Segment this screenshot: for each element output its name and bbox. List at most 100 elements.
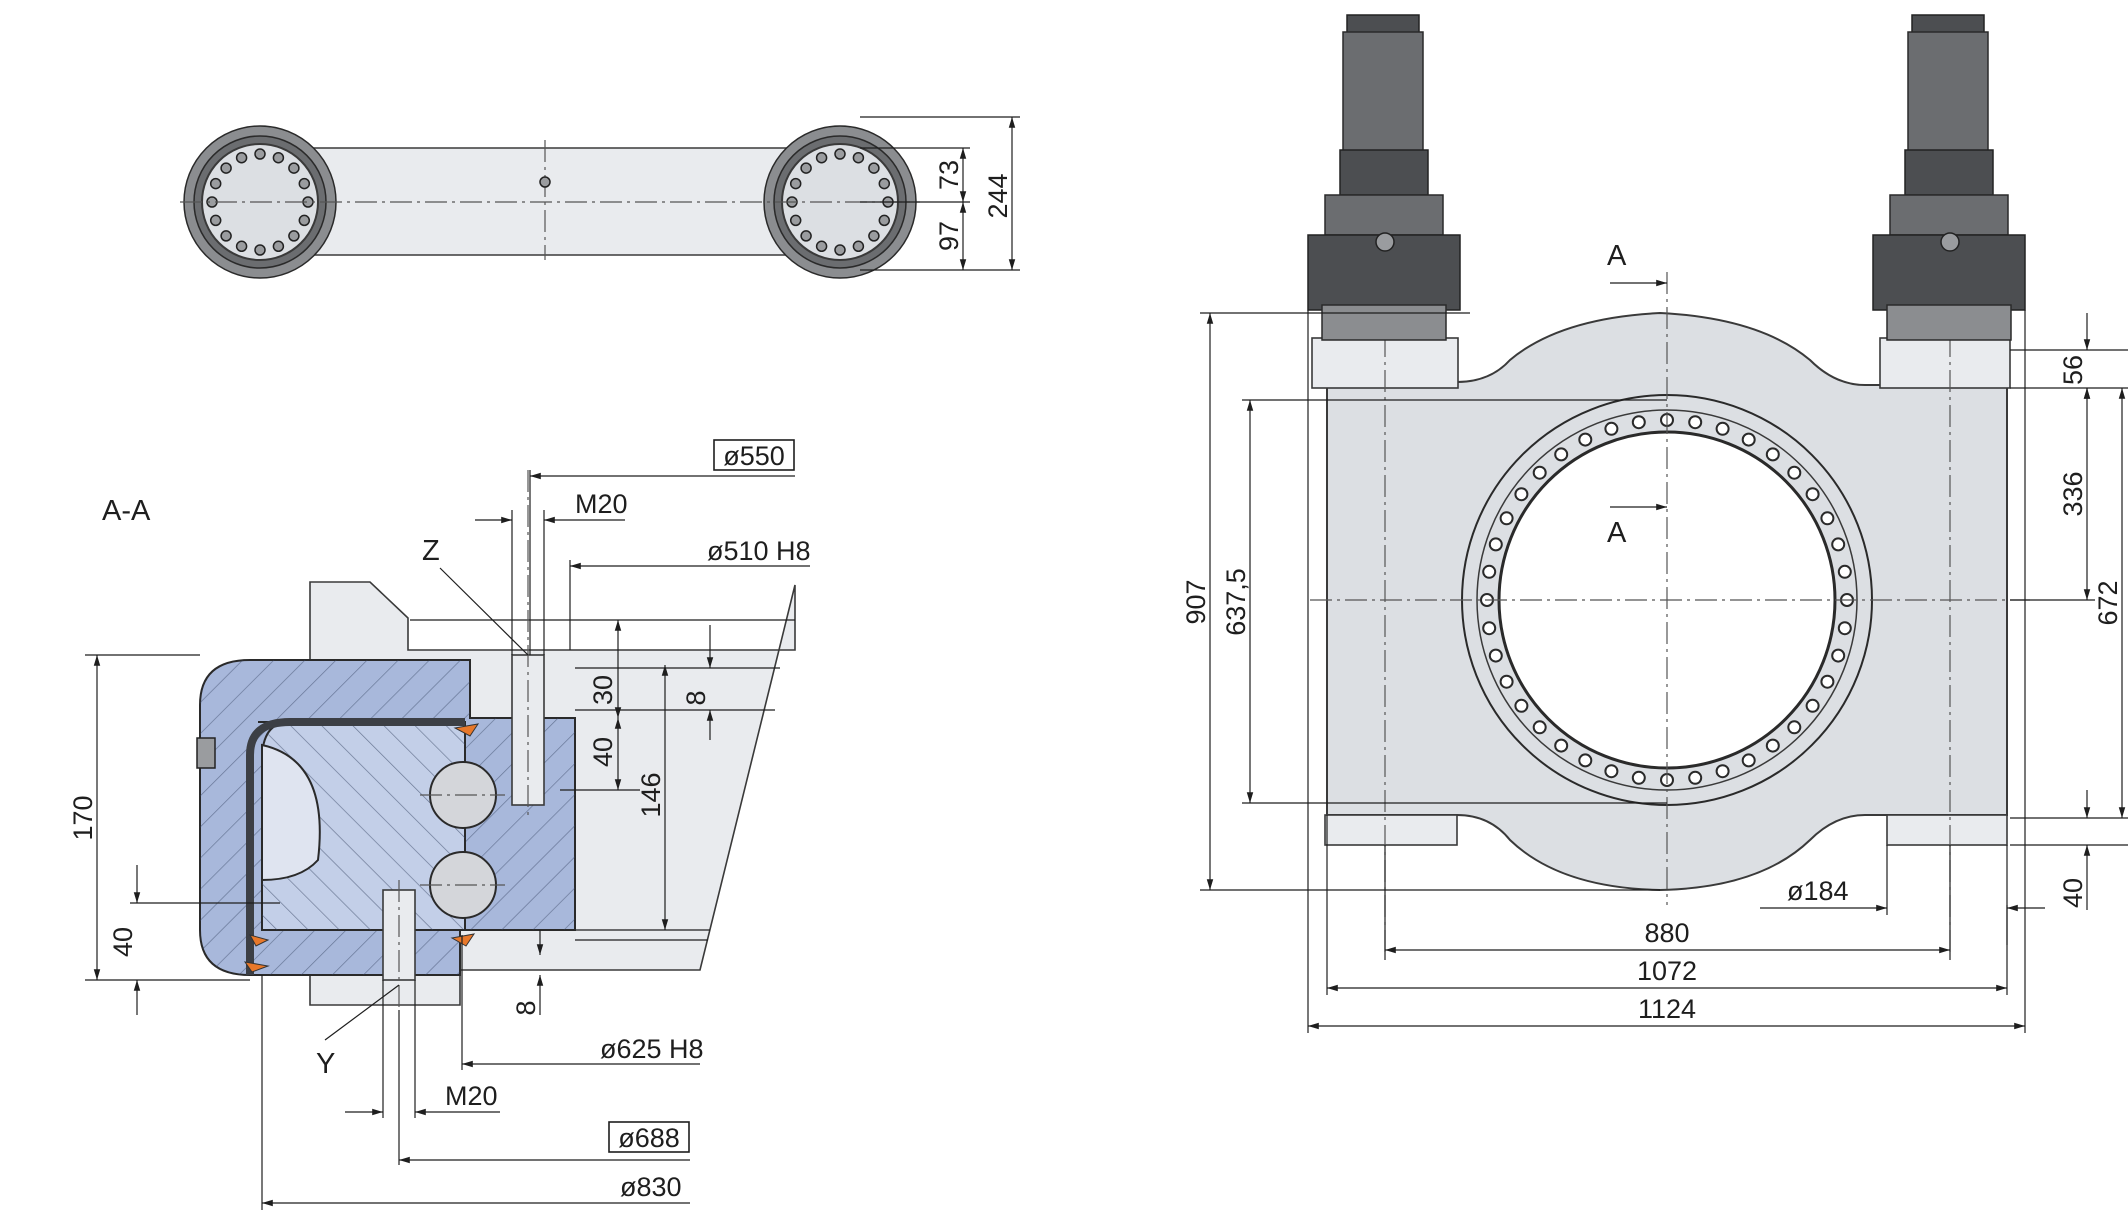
dim-1072: 1072	[1637, 956, 1697, 986]
bolt-hole	[868, 162, 880, 174]
bolt-hole	[800, 230, 812, 242]
bolt-hole	[1514, 698, 1529, 713]
bolt-hole	[1482, 621, 1497, 636]
bolt-hole	[1805, 487, 1820, 502]
dim-146: 146	[636, 772, 666, 817]
dim-8-bottom: 8	[511, 1000, 541, 1015]
bolt-hole	[1741, 753, 1756, 768]
bolt-hole	[1688, 415, 1703, 430]
dim-40-b: 40	[588, 737, 618, 767]
bolt-hole	[254, 148, 266, 160]
dim-97: 97	[934, 221, 964, 251]
bolt-hole	[868, 230, 880, 242]
section-view: A-A Z	[68, 439, 811, 1210]
dim-244: 244	[983, 173, 1013, 218]
bolt-hole	[1604, 764, 1619, 779]
bolt-hole	[254, 244, 266, 256]
bolt-hole	[209, 177, 222, 190]
bolt-hole	[1482, 564, 1497, 579]
dim-1124: 1124	[1638, 994, 1696, 1024]
section-mark-top: A	[1607, 240, 1627, 272]
front-bolt-circle	[1480, 413, 1854, 787]
bolt-hole	[852, 240, 865, 253]
bolt-hole	[1820, 674, 1835, 689]
bolt-hole	[1837, 564, 1852, 579]
section-title: A-A	[102, 495, 151, 527]
bolt-hole	[1488, 537, 1503, 552]
bolt-hole	[1499, 511, 1514, 526]
dim-56: 56	[2058, 355, 2088, 385]
label-y: Y	[316, 1048, 335, 1080]
dim-637-5: 637,5	[1221, 568, 1251, 636]
label-z: Z	[422, 535, 440, 567]
bolt-circle-right	[786, 148, 894, 256]
dim-907: 907	[1181, 579, 1211, 624]
bolt-hole	[1831, 648, 1846, 663]
top-view: 73 97 244	[180, 116, 1020, 279]
bolt-hole	[220, 162, 232, 174]
dim-672: 672	[2093, 580, 2123, 625]
bolt-circle-left	[206, 148, 314, 256]
section-mark-bottom: A	[1607, 517, 1627, 549]
bolt-hole	[1765, 738, 1780, 753]
bolt-hole	[220, 230, 232, 242]
bolt-hole	[1578, 753, 1593, 768]
bolt-hole	[298, 177, 311, 190]
dim-d184: ø184	[1787, 876, 1849, 906]
bolt-hole	[272, 151, 285, 164]
dim-d510: ø510 H8	[707, 536, 811, 566]
bolt-hole	[235, 240, 248, 253]
bolt-hole	[1578, 432, 1593, 447]
bolt-hole	[1831, 537, 1846, 552]
bolt-hole	[209, 214, 222, 227]
bolt-hole	[1837, 621, 1852, 636]
bolt-hole	[878, 214, 891, 227]
bolt-hole	[1631, 415, 1646, 430]
dim-170: 170	[68, 795, 98, 840]
bolt-hole	[298, 214, 311, 227]
front-view: A A 907 637,5 56 336 672 40 ø184	[1181, 14, 2128, 1033]
dim-336: 336	[2058, 471, 2088, 516]
bolt-hole	[852, 151, 865, 164]
dim-m20-top: M20	[575, 489, 628, 519]
bolt-hole	[1532, 465, 1547, 480]
dim-40-right: 40	[2058, 878, 2088, 908]
dim-d550: ø550	[723, 441, 785, 471]
bolt-hole	[1532, 720, 1547, 735]
dim-d688: ø688	[618, 1123, 680, 1153]
bolt-hole	[235, 151, 248, 164]
dim-d830: ø830	[620, 1172, 682, 1202]
bolt-hole	[1499, 674, 1514, 689]
dim-30: 30	[588, 675, 618, 705]
bolt-hole	[1554, 738, 1569, 753]
bolt-hole	[1488, 648, 1503, 663]
dim-73: 73	[934, 160, 964, 190]
dim-d625: ø625 H8	[600, 1034, 704, 1064]
bolt-hole	[815, 240, 828, 253]
bolt-hole	[789, 214, 802, 227]
bolt-hole	[1688, 770, 1703, 785]
bolt-hole	[288, 162, 300, 174]
bolt-hole	[1741, 432, 1756, 447]
bolt-hole	[834, 244, 846, 256]
bolt-hole	[1765, 447, 1780, 462]
bolt-hole	[1514, 487, 1529, 502]
bolt-hole	[834, 148, 846, 160]
dim-40: 40	[108, 927, 138, 957]
bolt-hole	[815, 151, 828, 164]
dim-m20-bottom: M20	[445, 1081, 498, 1111]
bolt-hole	[272, 240, 285, 253]
bolt-hole	[1631, 770, 1646, 785]
bolt-hole	[288, 230, 300, 242]
bolt-hole	[789, 177, 802, 190]
bolt-hole	[1604, 421, 1619, 436]
bolt-hole	[1805, 698, 1820, 713]
bolt-hole	[1787, 465, 1802, 480]
bolt-hole	[1715, 764, 1730, 779]
bolt-hole	[800, 162, 812, 174]
motor-left	[1307, 14, 1461, 341]
bolt-hole	[1820, 511, 1835, 526]
motor-right	[1872, 14, 2026, 341]
dim-880: 880	[1644, 918, 1689, 948]
